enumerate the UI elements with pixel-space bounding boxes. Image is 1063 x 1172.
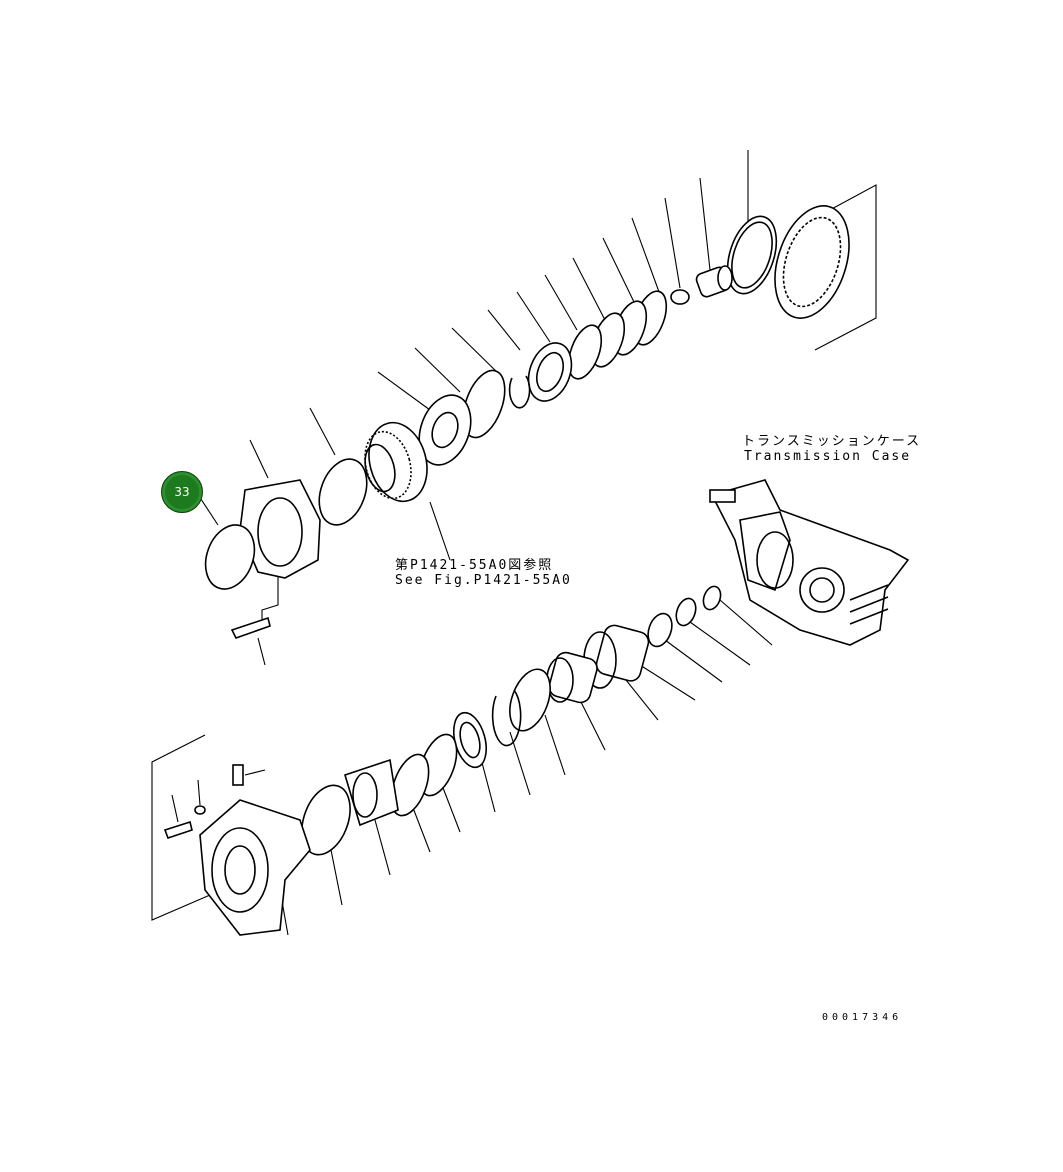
case-label-en: Transmission Case xyxy=(744,449,912,464)
transmission-case-part xyxy=(709,479,910,646)
bearings-lower xyxy=(301,585,722,856)
ref-label-en: See Fig.P1421-55A0 xyxy=(395,573,572,588)
drawing-number: 00017346 xyxy=(822,1012,903,1023)
leader-lines-upper xyxy=(194,150,877,666)
cover-assembly-upper xyxy=(204,458,368,639)
part-callout-33[interactable]: 33 xyxy=(161,471,203,513)
spline-hub-part xyxy=(670,265,733,305)
ref-label-jp: 第P1421-55A0図参照 xyxy=(395,558,554,573)
snap-rings-upper xyxy=(418,290,668,466)
cover-assembly-lower xyxy=(163,764,311,936)
clutch-drum-part xyxy=(364,421,428,503)
drive-plate-part xyxy=(726,205,850,319)
case-label-jp: トランスミッションケース xyxy=(742,434,922,449)
callout-number: 33 xyxy=(174,485,190,499)
